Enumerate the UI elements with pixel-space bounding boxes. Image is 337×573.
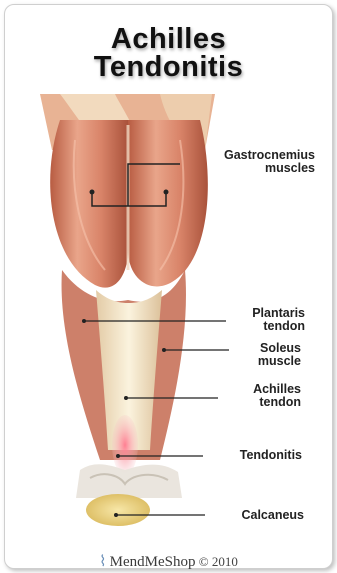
heel-ligaments — [76, 464, 182, 498]
label-gastrocnemius: Gastrocnemius muscles — [178, 149, 315, 175]
label-plantaris-line2: tendon — [215, 320, 305, 333]
calcaneus-bone — [86, 494, 150, 526]
tendonitis-area — [112, 415, 138, 475]
footer-brand: ⌇ MendMeShop © 2010 — [0, 552, 337, 571]
gastrocnemius-right — [128, 120, 208, 286]
label-soleus: Soleus muscle — [215, 342, 301, 368]
label-calcaneus: Calcaneus — [200, 509, 304, 522]
label-gastrocnemius-line2: muscles — [178, 162, 315, 175]
footer-copyright: © 2010 — [199, 554, 238, 569]
footer-brand-name: MendMeShop — [110, 554, 196, 570]
label-soleus-line2: muscle — [215, 355, 301, 368]
label-achilles: Achilles tendon — [210, 383, 301, 409]
label-tendonitis: Tendonitis — [200, 449, 302, 462]
mendmeshop-logo-icon: ⌇ — [99, 554, 106, 570]
gastrocnemius-left — [50, 120, 128, 288]
label-achilles-line2: tendon — [210, 396, 301, 409]
label-plantaris: Plantaris tendon — [215, 307, 305, 333]
